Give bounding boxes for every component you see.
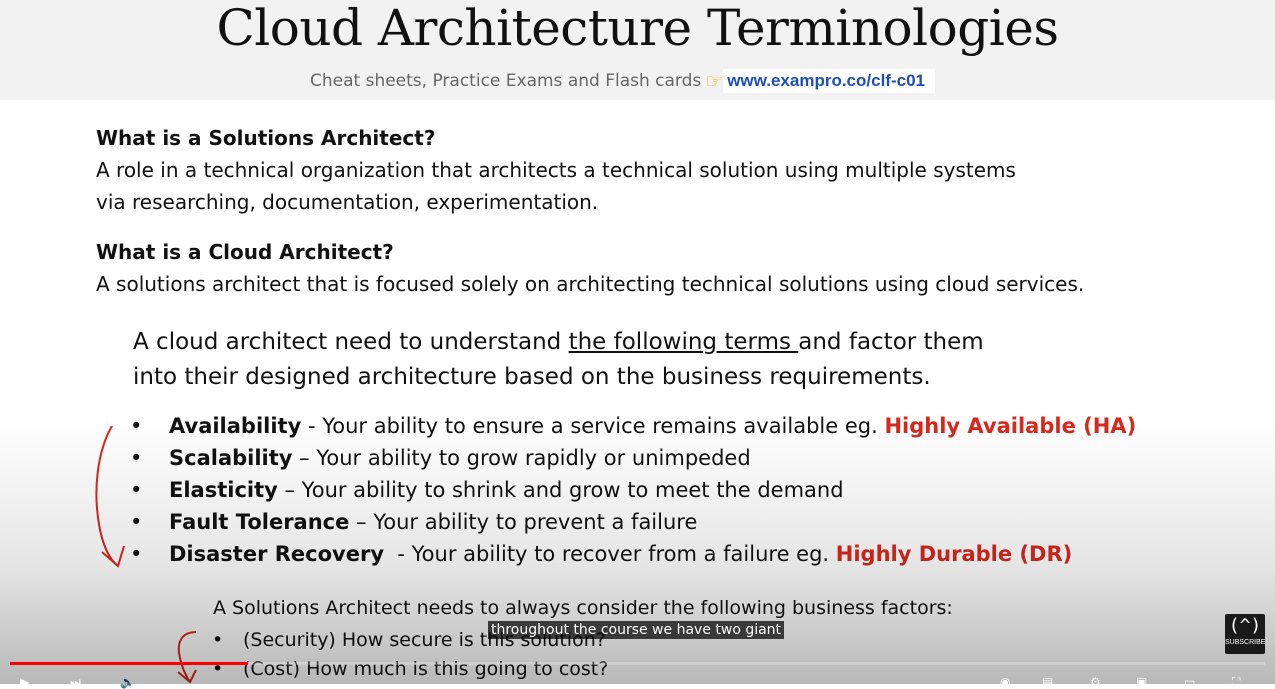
autoplay-icon[interactable]: ◉ (1000, 675, 1011, 689)
settings-icon[interactable]: ⚙ (1090, 675, 1101, 689)
player-controls: ▶ ⏭ 🔈 ◉ ▤ ⚙ ▣ ▭ ⛶ (0, 672, 1275, 688)
term-highlight: Highly Durable (DR) (835, 542, 1073, 566)
bullet: • (130, 478, 143, 502)
term-description: – Your ability to shrink and grow to mee… (277, 478, 844, 502)
term-availability: • Availability - Your ability to ensure … (130, 410, 1136, 442)
bullet: • (130, 414, 143, 438)
next-icon[interactable]: ⏭ (70, 675, 81, 689)
intro-line1-start: A cloud architect need to understand (133, 329, 569, 355)
intro-line2: into their designed architecture based o… (133, 364, 931, 390)
bullet: • (130, 510, 143, 534)
fullscreen-icon[interactable]: ⛶ (1232, 675, 1241, 689)
pointing-hand-icon: ☞ (705, 69, 724, 93)
bullet: • (130, 542, 143, 566)
terms-list: • Availability - Your ability to ensure … (130, 410, 1136, 570)
term-highlight: Highly Available (HA) (884, 414, 1137, 438)
annotation-arrow-top (95, 425, 125, 568)
term-description: – Your ability to prevent a failure (349, 510, 698, 534)
term-fault-tolerance: • Fault Tolerance – Your ability to prev… (130, 506, 1136, 538)
term-elasticity: • Elasticity – Your ability to shrink an… (130, 474, 1136, 506)
exampro-link[interactable]: www.exampro.co/clf-c01 (723, 69, 935, 93)
business-factors-heading: A Solutions Architect needs to always co… (213, 597, 953, 619)
captions-icon[interactable]: ▤ (1042, 675, 1054, 689)
volume-icon[interactable]: 🔈 (120, 675, 135, 689)
term-scalability: • Scalability – Your ability to grow rap… (130, 442, 1136, 474)
intro-line1-end: and factor them (798, 329, 984, 355)
term-description: – Your ability to grow rapidly or unimpe… (292, 446, 751, 470)
term-name: Elasticity (169, 478, 278, 502)
question-solutions-architect: What is a Solutions Architect? (96, 126, 436, 150)
subtitle-text: Cheat sheets, Practice Exams and Flash c… (310, 71, 702, 91)
annotation-arrow-bottom (177, 631, 197, 684)
term-name: Disaster Recovery (169, 542, 385, 566)
theater-icon[interactable]: ▭ (1184, 675, 1196, 689)
play-icon[interactable]: ▶ (20, 675, 30, 689)
slide-title: Cloud Architecture Terminologies (216, 0, 1059, 57)
subscribe-label: SUBSCRIBE (1225, 639, 1266, 646)
term-name: Scalability (169, 446, 293, 470)
business-item-text: (Cost) How much is this going to cost? (243, 658, 609, 680)
progress-played (10, 662, 249, 665)
answer-cloud-architect: A solutions architect that is focused so… (96, 272, 1085, 296)
term-disaster-recovery: • Disaster Recovery - Your ability to re… (130, 538, 1136, 570)
miniplayer-icon[interactable]: ▣ (1136, 675, 1148, 689)
slide-header: Cloud Architecture Terminologies Cheat s… (0, 0, 1275, 100)
question-cloud-architect: What is a Cloud Architect? (96, 240, 394, 264)
term-description: - Your ability to ensure a service remai… (301, 414, 885, 438)
answer-solutions-architect-line1: A role in a technical organization that … (96, 158, 1016, 182)
term-description: - Your ability to recover from a failure… (384, 542, 836, 566)
closed-caption: throughout the course we have two giant (488, 621, 785, 639)
subscribe-button[interactable]: (^) SUBSCRIBE (1225, 614, 1265, 654)
bullet: • (130, 446, 143, 470)
subtitle-row: Cheat sheets, Practice Exams and Flash c… (310, 68, 935, 94)
answer-solutions-architect-line2: via researching, documentation, experime… (96, 190, 599, 214)
freecodecamp-logo-icon: (^) (1228, 615, 1262, 636)
intro-underlined-terms: the following terms (568, 329, 799, 355)
intro-line1: A cloud architect need to understand the… (133, 329, 984, 355)
bullet: • (212, 658, 224, 680)
term-name: Availability (169, 414, 302, 438)
chapter-markers (10, 662, 125, 665)
term-name: Fault Tolerance (169, 510, 350, 534)
business-item-cost: • (Cost) How much is this going to cost? (212, 655, 608, 684)
progress-bar[interactable] (10, 662, 1265, 665)
bullet: • (212, 629, 224, 651)
